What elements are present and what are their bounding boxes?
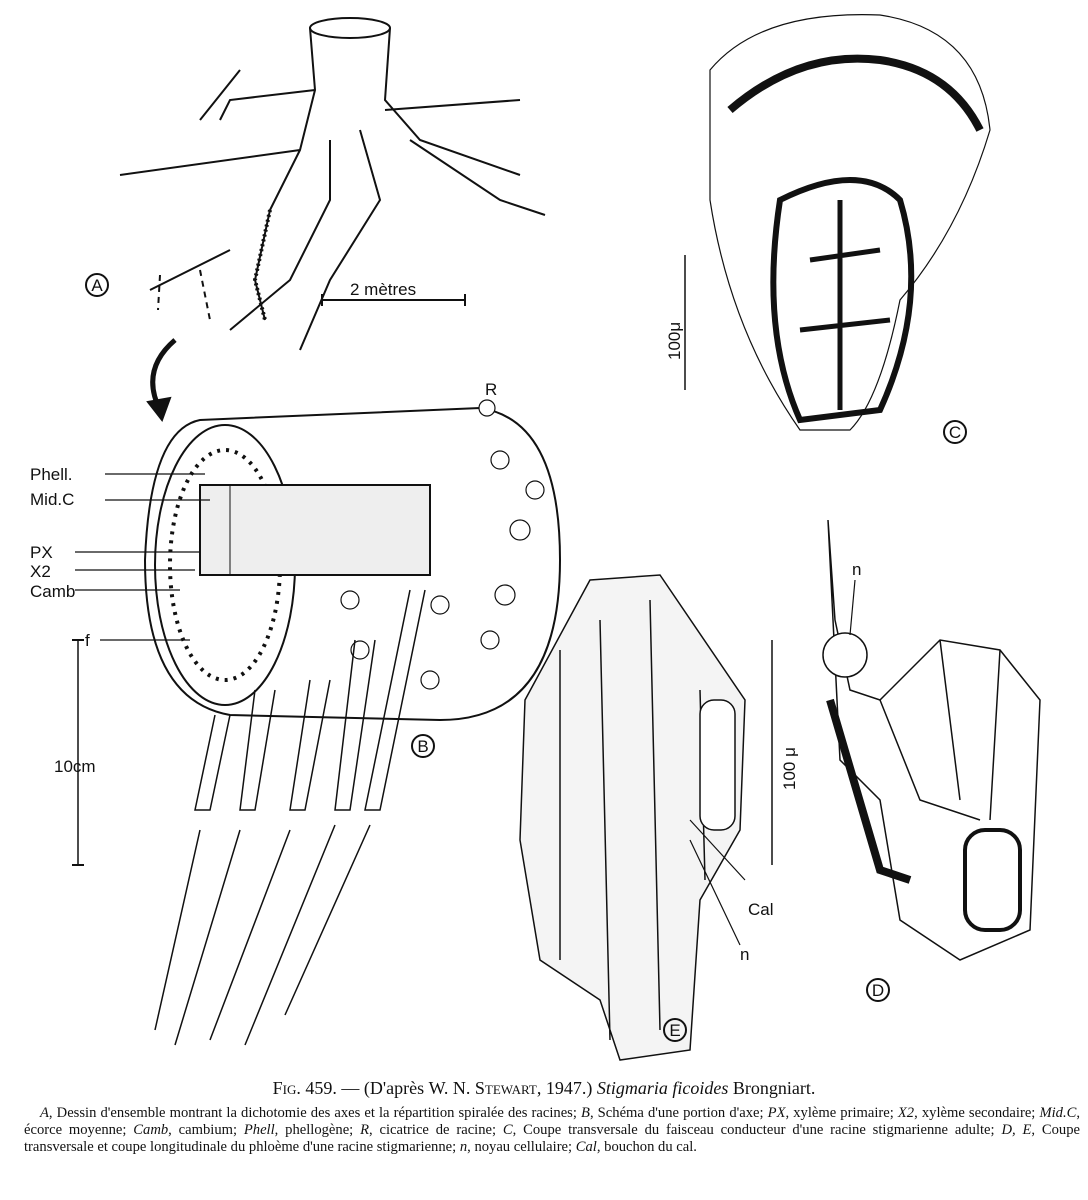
panel-d-cross-section — [822, 519, 1041, 961]
caption-key: X2 — [897, 1105, 915, 1121]
label-leader-lines — [75, 473, 210, 641]
caption-text: , xylème secondaire; — [914, 1105, 1040, 1121]
caption-title: Fig. 459. — (D'après W. N. Stewart, 1947… — [0, 1078, 1088, 1099]
panel-b-axis-drawing — [143, 399, 562, 722]
caption-text: , cambium; — [168, 1122, 244, 1138]
panel-e-marker — [663, 1018, 687, 1042]
caption-text: , cicatrice de racine; — [369, 1122, 503, 1138]
scale-label-a: 2 mètres — [350, 280, 416, 299]
caption-species: Stigmaria ficoides — [596, 1078, 729, 1098]
panel-b-rootlets — [154, 589, 426, 1046]
panel-e-label: E — [669, 1021, 680, 1040]
caption-key: R — [360, 1122, 370, 1138]
panel-e-longitudinal-section — [519, 574, 746, 1061]
scale-label-c: 100μ — [665, 322, 684, 360]
fig-number: Fig. 459. — [272, 1078, 337, 1098]
panel-a-label: A — [91, 276, 103, 295]
caption-key: Camb — [133, 1122, 169, 1138]
caption-key: D, E — [1001, 1122, 1032, 1138]
label-midc: Mid.C — [30, 490, 74, 509]
panel-b-marker — [411, 734, 435, 758]
panel-a-stump-drawing — [119, 17, 546, 351]
caption-text: , Coupe transversale du faisceau conduct… — [512, 1122, 1002, 1138]
stigmaria-figure: A 2 mètres Phell. Mid.C PX X2 Camb f R 1… — [30, 14, 1041, 1061]
caption-text: , xylème primaire; — [785, 1105, 898, 1121]
panel-d-marker — [866, 978, 890, 1002]
caption-key: n — [459, 1139, 468, 1155]
figure-caption: Fig. 459. — (D'après W. N. Stewart, 1947… — [0, 1078, 1088, 1156]
caption-text: , Coupe transversale et coupe longitudin… — [24, 1122, 1080, 1155]
caption-key: Phell — [243, 1122, 275, 1138]
label-camb: Camb — [30, 582, 75, 601]
panel-c-cross-section — [709, 14, 991, 431]
caption-key: Cal — [575, 1139, 597, 1155]
label-cal: Cal — [748, 900, 774, 919]
caption-text: , noyau cellulaire; — [467, 1139, 576, 1155]
caption-text: , Dessin d'ensemble montrant la dichotom… — [48, 1105, 582, 1121]
label-r: R — [485, 380, 497, 399]
scale-label-e: 100 μ — [780, 747, 799, 790]
caption-text: , écorce moyenne; — [24, 1105, 1080, 1138]
caption-dash: — (D'après — [336, 1078, 429, 1098]
caption-author: W. N. Stewart — [428, 1078, 537, 1098]
caption-text: , bouchon du cal. — [596, 1139, 697, 1155]
caption-text: , Schéma d'une portion d'axe; — [589, 1105, 768, 1121]
caption-text: , phellogène; — [274, 1122, 361, 1138]
panel-c-label: C — [949, 423, 961, 442]
label-x2: X2 — [30, 562, 51, 581]
caption-authority: Brongniart. — [728, 1078, 816, 1098]
panel-a-marker — [85, 273, 109, 297]
caption-key: C — [502, 1122, 513, 1138]
caption-key: A — [40, 1105, 49, 1121]
caption-year: , 1947.) — [536, 1078, 597, 1098]
panel-b-label: B — [417, 737, 428, 756]
caption-key: Mid.C — [1039, 1105, 1077, 1121]
label-n-d: n — [852, 560, 861, 579]
label-n-e: n — [740, 945, 749, 964]
panel-d-label: D — [872, 981, 884, 1000]
caption-body: A, Dessin d'ensemble montrant la dichoto… — [24, 1105, 1080, 1156]
scale-label-b: 10cm — [54, 757, 96, 776]
label-px: PX — [30, 543, 53, 562]
label-phell: Phell. — [30, 465, 73, 484]
panel-c-marker — [943, 420, 967, 444]
caption-key: B — [581, 1105, 590, 1121]
caption-key: PX — [767, 1105, 786, 1121]
label-f: f — [85, 631, 90, 650]
